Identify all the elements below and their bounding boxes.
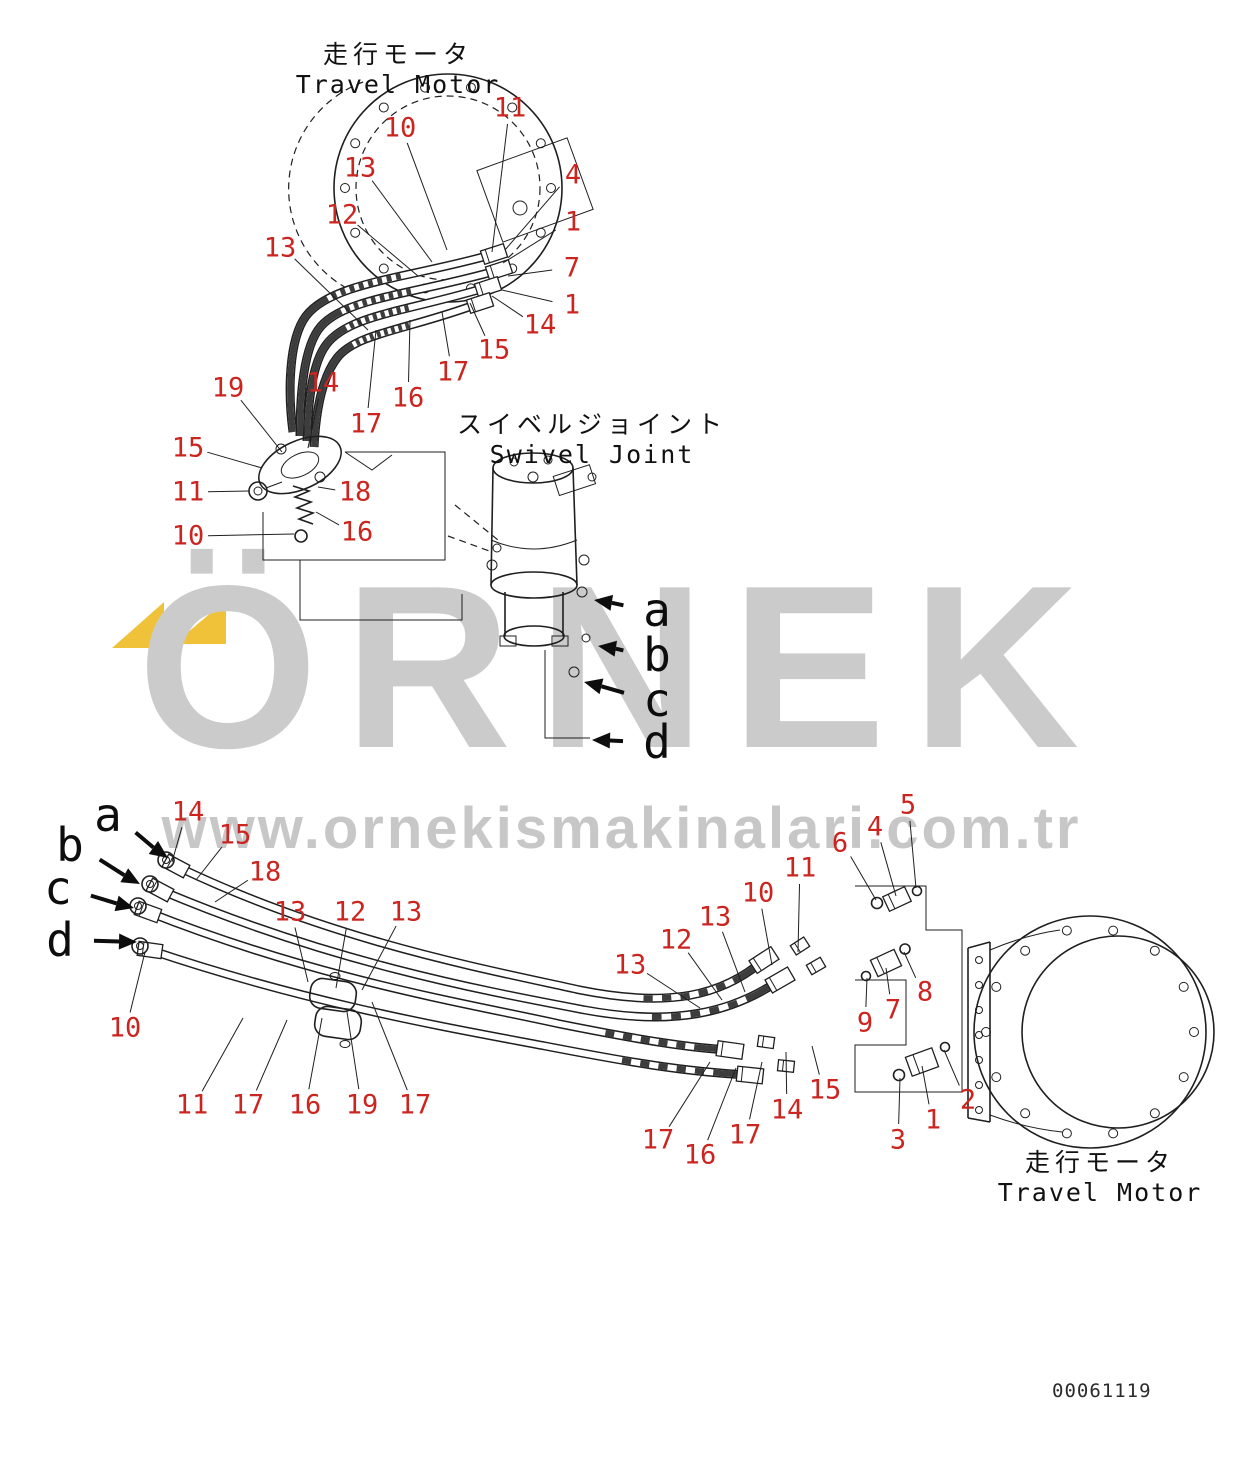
elbow-fitting-drawing [248,435,342,543]
port-letter-d: d [46,913,74,967]
callout-7: 7 [563,252,581,284]
callout-14: 14 [523,309,557,341]
document-number: 00061119 [1052,1380,1152,1402]
callout-17: 17 [641,1124,675,1156]
travel-motor-bottom-label-jp: 走行モータ [1024,1148,1175,1177]
callout-11: 11 [493,92,527,124]
callout-12: 12 [333,896,367,928]
port-letter-c: c [44,861,72,915]
callout-8: 8 [916,976,934,1008]
swivel-joint-label: スイベルジョイント Swivel Joint [457,410,727,470]
callout-1: 1 [564,206,582,238]
callout-1: 1 [563,289,581,321]
callout-10: 10 [383,112,417,144]
callout-13: 13 [613,949,647,981]
top-hose-bundle-drawing [285,242,514,448]
travel-motor-top-label: 走行モータ Travel Motor [296,40,501,100]
travel-motor-top-label-jp: 走行モータ [322,40,473,69]
callout-14: 14 [770,1094,804,1126]
callout-4: 4 [866,811,884,843]
callout-15: 15 [218,819,252,851]
callout-17: 17 [349,408,383,440]
callout-11: 11 [175,1089,209,1121]
callout-10: 10 [741,877,775,909]
callout-15: 15 [808,1074,842,1106]
travel-motor-bottom-label: 走行モータ Travel Motor [998,1148,1203,1208]
callout-18: 18 [248,856,282,888]
callout-17: 17 [398,1089,432,1121]
callout-13: 13 [263,232,297,264]
callout-16: 16 [683,1139,717,1171]
port-letter-b: b [643,628,671,682]
callout-16: 16 [288,1089,322,1121]
callout-9: 9 [856,1007,874,1039]
callout-11: 11 [171,476,205,508]
callout-19: 19 [345,1089,379,1121]
callout-13: 13 [343,152,377,184]
callout-12: 12 [325,199,359,231]
callout-2: 2 [959,1084,977,1116]
callout-18: 18 [338,476,372,508]
leader-lines [90,123,960,1141]
callout-17: 17 [231,1089,265,1121]
travel-motor-top-label-en: Travel Motor [295,70,501,99]
callout-3: 3 [889,1124,907,1156]
callout-7: 7 [884,994,902,1026]
callout-16: 16 [391,382,425,414]
callout-13: 13 [698,901,732,933]
callout-15: 15 [477,334,511,366]
swivel-joint-drawing [454,452,597,739]
callout-17: 17 [728,1119,762,1151]
bottom-hose-bundle-drawing [129,851,827,1085]
port-letter-b: b [56,818,84,872]
port-letter-a: a [94,788,122,842]
callout-12: 12 [659,924,693,956]
callout-16: 16 [340,516,374,548]
swivel-joint-label-jp: スイベルジョイント [456,410,728,439]
callout-10: 10 [108,1012,142,1044]
hose-clamps-drawing [308,972,363,1048]
callout-15: 15 [171,432,205,464]
callout-10: 10 [171,520,205,552]
callout-4: 4 [564,159,582,191]
port-letter-d: d [643,715,671,769]
fittings-and-orings-drawing [854,885,963,1093]
callout-6: 6 [831,827,849,859]
callout-13: 13 [273,896,307,928]
travel-motor-bottom-label-en: Travel Motor [997,1178,1203,1207]
callout-13: 13 [389,896,423,928]
callout-1: 1 [924,1104,942,1136]
mounting-bracket-lines [262,451,493,621]
callout-5: 5 [899,789,917,821]
callout-14: 14 [306,367,340,399]
port-letter-c: c [643,673,671,727]
callout-19: 19 [211,372,245,404]
callout-14: 14 [171,796,205,828]
port-letter-a: a [643,583,671,637]
swivel-joint-label-en: Swivel Joint [489,440,695,469]
callout-11: 11 [783,852,817,884]
callout-17: 17 [436,356,470,388]
travel-motor-bottom-drawing [967,915,1215,1149]
